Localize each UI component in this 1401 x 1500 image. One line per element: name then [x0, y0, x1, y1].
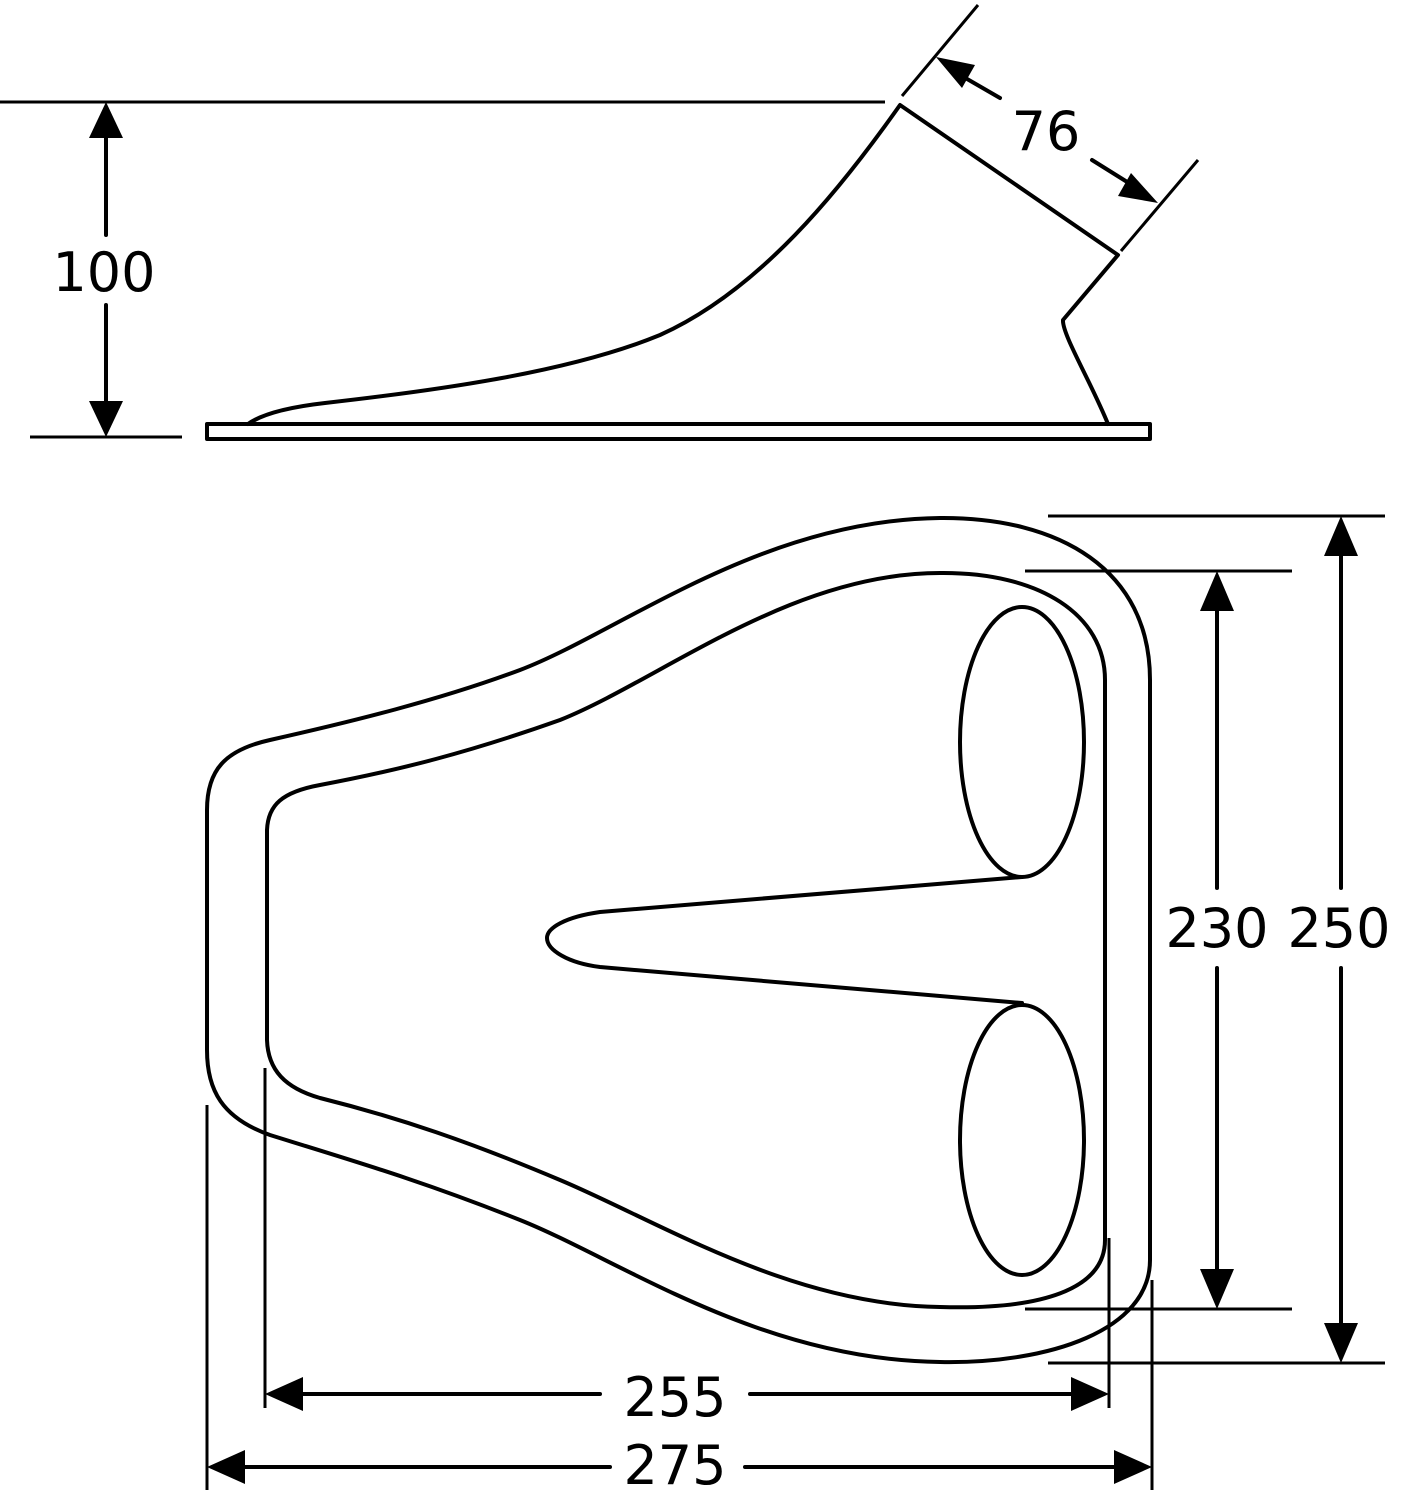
outer-height-arrow-up [1324, 516, 1358, 556]
outer-outline [205, 515, 1152, 1365]
height-arrow-up [89, 102, 123, 138]
height-arrow-down [89, 401, 123, 437]
lower-duct-opening [958, 1003, 1086, 1277]
upper-duct-opening [958, 605, 1086, 879]
outer-height-dimension-label: 250 [1287, 897, 1390, 960]
inner-height-arrow-down [1200, 1269, 1234, 1309]
inner-width-arrow-right [1071, 1377, 1109, 1411]
outlet-extension-line-right [1119, 159, 1200, 252]
outer-width-arrow-left [207, 1450, 245, 1484]
outlet-arrow-right [1118, 173, 1158, 203]
inner-height-arrow-up [1200, 571, 1234, 611]
outlet-extension-line-left [900, 4, 980, 97]
inner-outline [265, 570, 1107, 1310]
plan-view: 230 250 255 275 [205, 514, 1391, 1497]
central-divider [545, 875, 1024, 1005]
inner-height-dimension-label: 230 [1165, 897, 1268, 960]
outlet-dimension-label: 76 [1012, 100, 1081, 163]
nozzle-profile [246, 103, 1120, 426]
inner-width-arrow-left [265, 1377, 303, 1411]
base-plate [205, 422, 1152, 441]
outlet-arrow-left [936, 57, 975, 88]
outer-width-arrow-right [1114, 1450, 1152, 1484]
outer-width-dimension-label: 275 [623, 1434, 726, 1497]
side-view: 100 76 [0, 4, 1200, 441]
inner-width-dimension-label: 255 [623, 1366, 726, 1429]
height-dimension-label: 100 [52, 241, 155, 304]
outlet-dimension-line-b [1090, 158, 1134, 187]
outer-height-arrow-down [1324, 1323, 1358, 1363]
